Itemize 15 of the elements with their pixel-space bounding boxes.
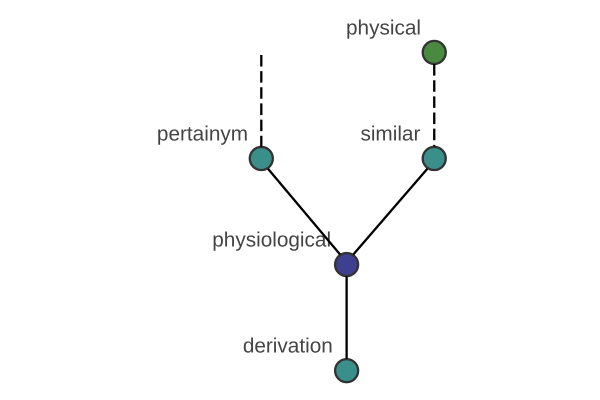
node-label: physiological: [212, 228, 331, 252]
node-circle: [333, 252, 359, 278]
node-circle: [333, 358, 359, 384]
connector: [260, 55, 262, 147]
connector: [352, 168, 428, 256]
node-circle: [421, 146, 446, 172]
node-label: physical: [346, 16, 420, 40]
connector: [266, 168, 341, 256]
connector: [432, 64, 435, 147]
node-circle: [421, 40, 446, 66]
node-label: similar: [360, 122, 420, 146]
node-circle: [248, 146, 274, 172]
node-label: pertainym: [156, 122, 248, 146]
node-label: derivation: [242, 334, 332, 358]
connector: [344, 276, 348, 359]
